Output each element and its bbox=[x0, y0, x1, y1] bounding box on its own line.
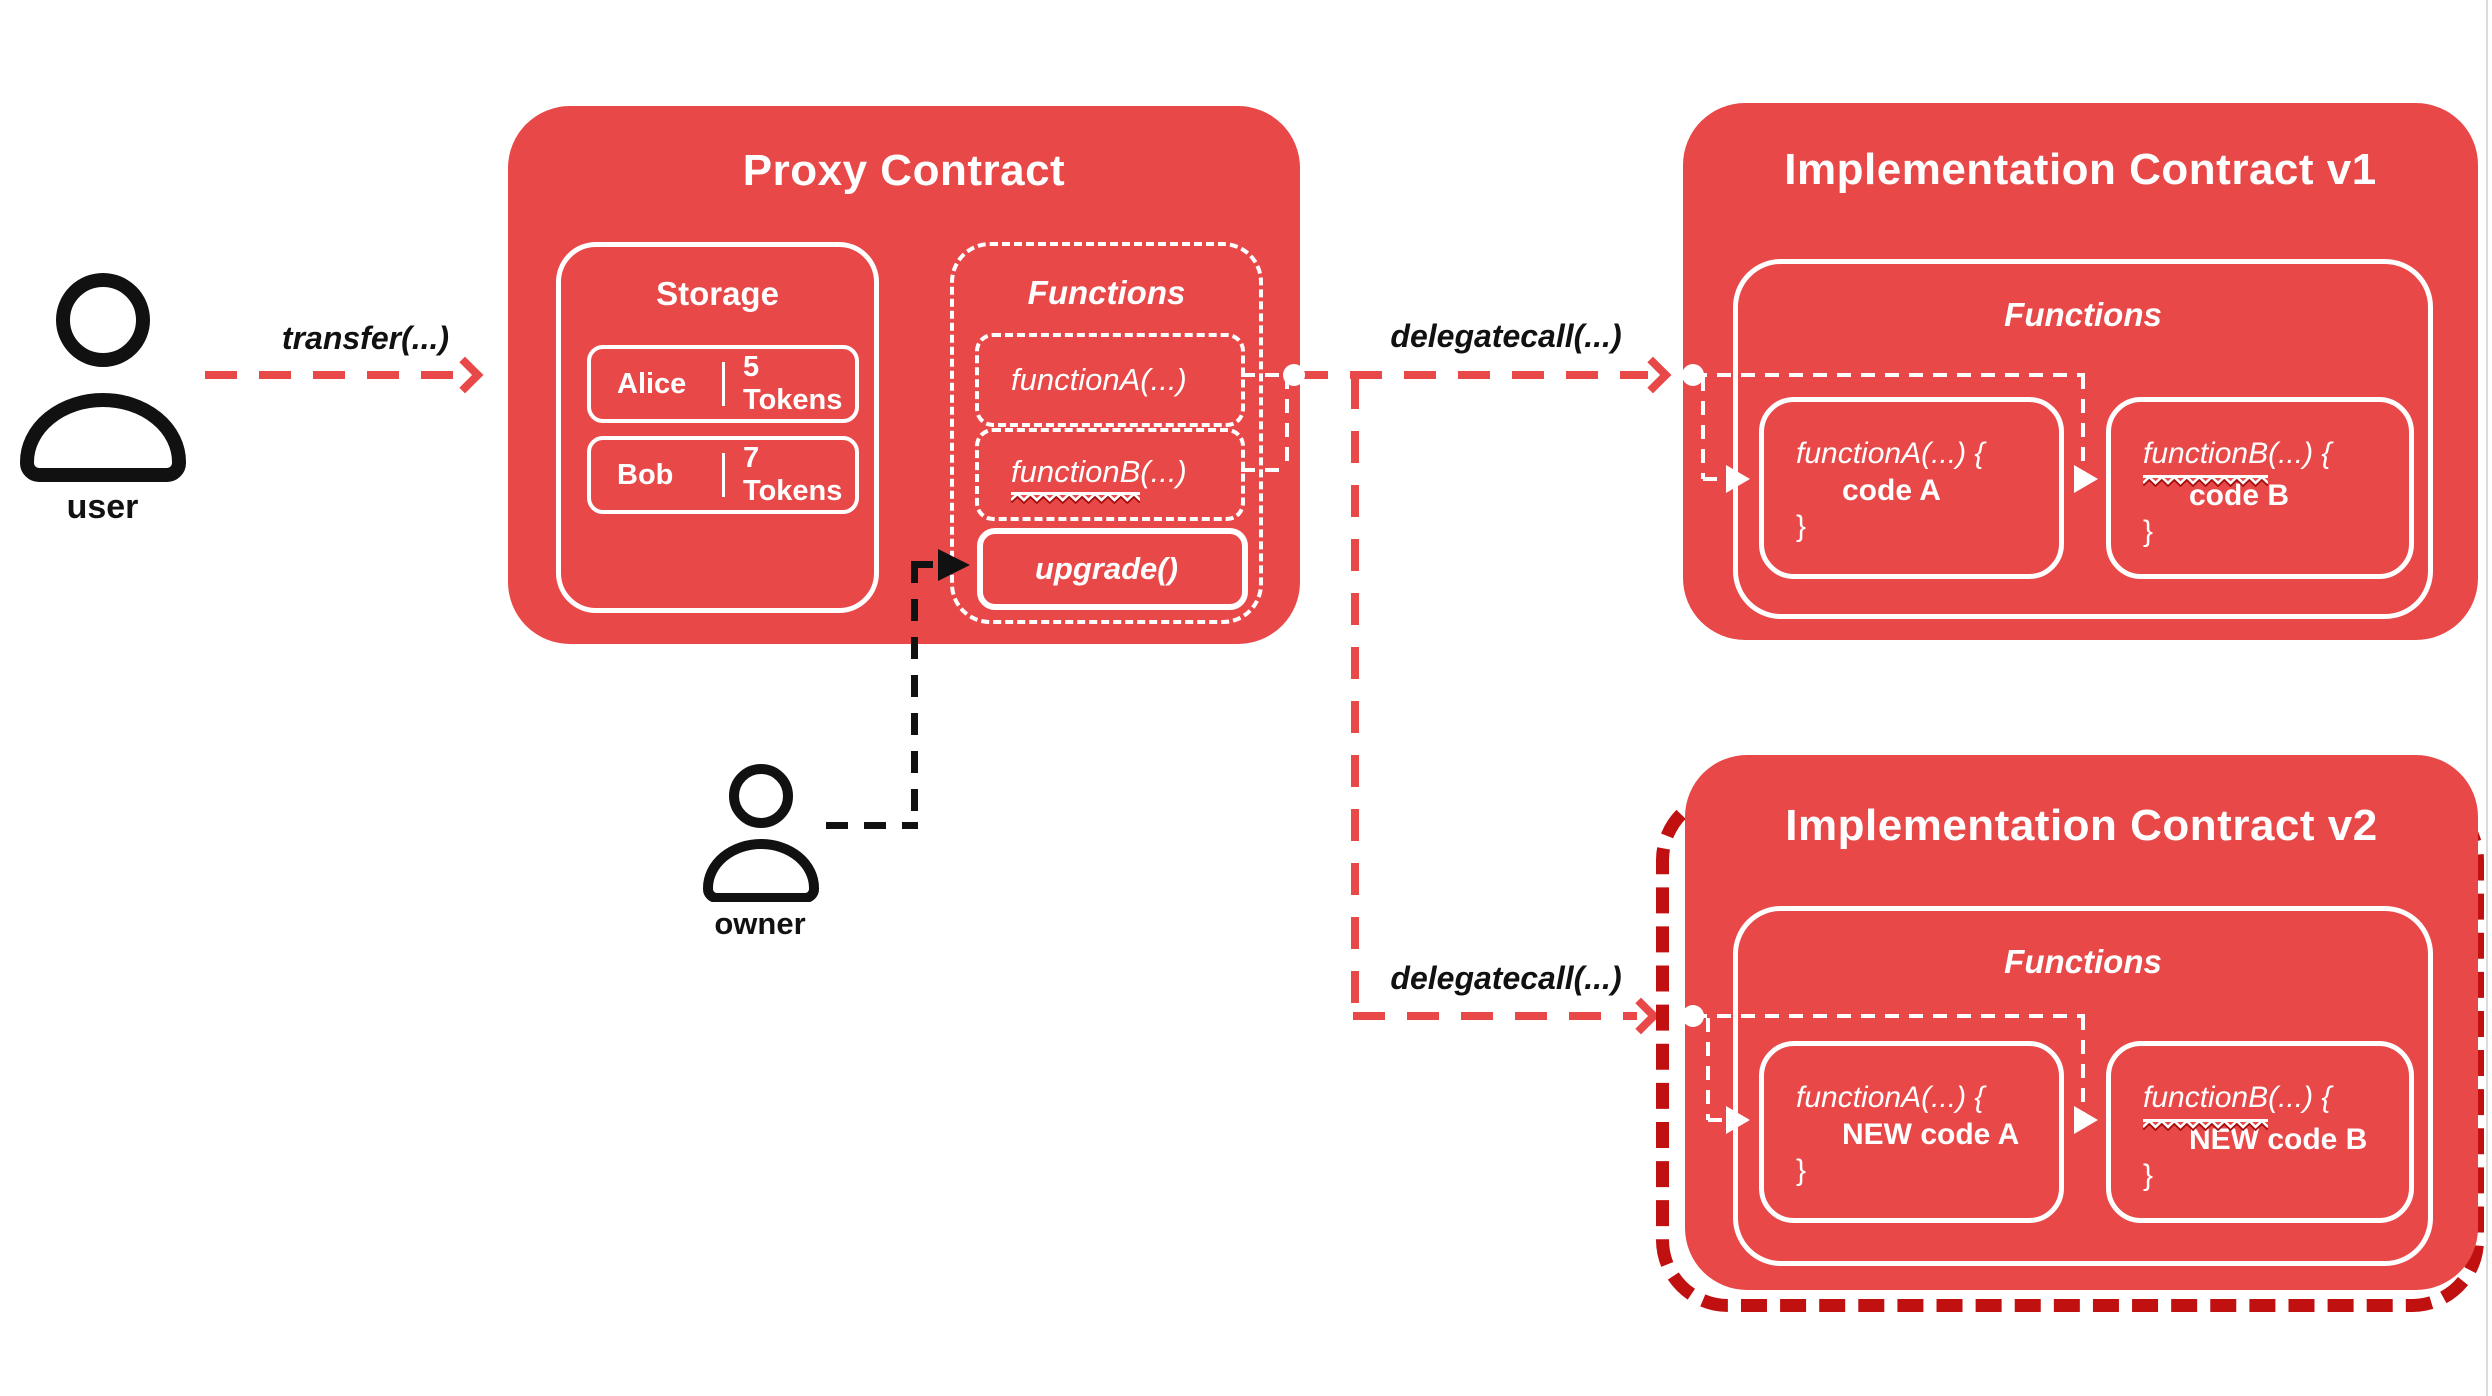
delegatecall-bottom-label: delegatecall(...) bbox=[1390, 960, 1622, 996]
storage-row-alice: Alice 5 Tokens bbox=[587, 345, 859, 423]
v2-connector-down bbox=[1706, 1018, 1710, 1120]
owner-arrowhead-icon bbox=[938, 549, 970, 581]
impl-v1-box: Implementation Contract v1 Functions fun… bbox=[1683, 103, 2478, 640]
v1-function-b-box: functionB (...) { code B } bbox=[2106, 397, 2414, 579]
proxy-output-dot bbox=[1283, 364, 1305, 386]
v1-functions-title: Functions bbox=[2004, 296, 2162, 333]
v1-function-b-arrowhead-icon bbox=[2074, 465, 2098, 493]
storage-title: Storage bbox=[656, 275, 779, 312]
v2-connector-jog bbox=[1708, 1118, 1730, 1122]
v1-connector-down-b bbox=[2081, 375, 2085, 479]
squiggle-underline-icon bbox=[2143, 475, 2269, 487]
v2-function-a-box: functionA(...) { NEW code A } bbox=[1759, 1041, 2064, 1223]
owner-icon bbox=[703, 764, 819, 902]
proxy-contract-box: Proxy Contract Storage Alice 5 Tokens Bo… bbox=[508, 106, 1300, 644]
impl-v1-title: Implementation Contract v1 bbox=[1784, 145, 2377, 194]
function-b-underlined-name: functionB bbox=[1011, 454, 1141, 504]
function-b-label: functionB (...) bbox=[1011, 454, 1187, 504]
function-a-label: functionA(...) bbox=[1011, 362, 1187, 397]
v1-function-a-signature: functionA(...) { bbox=[1796, 437, 1985, 470]
v2-function-b-signature: functionB (...) { bbox=[2143, 1080, 2409, 1131]
v2-function-a-arrowhead-icon bbox=[1726, 1106, 1750, 1134]
v2-function-a-signature: functionA(...) { bbox=[1796, 1081, 1985, 1114]
v2-function-a-body: NEW code A bbox=[1842, 1117, 2020, 1151]
v1-function-a-close: } bbox=[1796, 510, 1807, 544]
storage-row-bob: Bob 7 Tokens bbox=[587, 436, 859, 514]
v2-input-dot bbox=[1682, 1005, 1704, 1027]
storage-row-name: Bob bbox=[617, 458, 674, 491]
proxy-function-b-connector-v bbox=[1285, 375, 1289, 470]
user-label: user bbox=[66, 488, 139, 526]
proxy-functions-box: Functions functionA(...) functionB (...) bbox=[950, 242, 1263, 624]
impl-v2-title: Implementation Contract v2 bbox=[1785, 801, 2378, 850]
storage-row-value: 5 Tokens bbox=[743, 351, 843, 416]
v2-functions-box: Functions functionA(...) { NEW code A } … bbox=[1733, 906, 2433, 1266]
transfer-label: transfer(...) bbox=[281, 320, 450, 356]
v1-function-b-underlined-name: functionB bbox=[2143, 436, 2269, 487]
v2-functions-title: Functions bbox=[2004, 943, 2162, 980]
transfer-arrow-line bbox=[205, 371, 457, 379]
proxy-functions-title: Functions bbox=[1027, 274, 1186, 311]
v2-function-b-close: } bbox=[2143, 1159, 2154, 1193]
squiggle-underline-icon bbox=[2143, 1119, 2269, 1131]
delegatecall-top-line bbox=[1296, 371, 1648, 379]
v1-input-dot bbox=[1682, 364, 1704, 386]
owner-arrow-line-v bbox=[911, 561, 918, 825]
proxy-function-a-connector bbox=[1241, 373, 1289, 377]
impl-v2-box: Implementation Contract v2 Functions fun… bbox=[1685, 755, 2478, 1290]
v1-function-b-close: } bbox=[2143, 515, 2154, 549]
upgrade-label: upgrade() bbox=[1035, 551, 1178, 586]
delegatecall-bottom-arrowhead-icon bbox=[1622, 997, 1660, 1035]
delegatecall-bottom-line bbox=[1353, 1012, 1637, 1020]
v1-function-b-signature: functionB (...) { bbox=[2143, 436, 2409, 487]
storage-row-divider bbox=[722, 453, 726, 497]
storage-row-divider bbox=[722, 362, 726, 406]
v1-function-a-arrowhead-icon bbox=[1726, 465, 1750, 493]
v1-connector-down bbox=[1701, 377, 1705, 479]
owner-arrow-line-h bbox=[826, 822, 918, 829]
proxy-function-a-item: functionA(...) bbox=[975, 333, 1245, 427]
delegatecall-branch-line bbox=[1351, 377, 1359, 1014]
squiggle-underline-icon bbox=[1011, 493, 1141, 504]
v1-connector-jog bbox=[1703, 477, 1727, 481]
v2-connector-down-b bbox=[2081, 1016, 2085, 1120]
v2-function-a-close: } bbox=[1796, 1154, 1807, 1188]
proxy-function-b-connector-h bbox=[1241, 468, 1289, 472]
owner-arrow-jog bbox=[911, 561, 939, 568]
delegatecall-top-label: delegatecall(...) bbox=[1390, 318, 1622, 354]
storage-row-name: Alice bbox=[617, 367, 687, 400]
v2-function-b-underlined-name: functionB bbox=[2143, 1080, 2269, 1131]
proxy-upgrade-item: upgrade() bbox=[977, 528, 1248, 610]
v2-function-b-box: functionB (...) { NEW code B } bbox=[2106, 1041, 2414, 1223]
v1-connector-across bbox=[1693, 373, 2085, 377]
proxy-function-b-item: functionB (...) bbox=[975, 428, 1245, 521]
v1-functions-box: Functions functionA(...) { code A } func… bbox=[1733, 259, 2433, 619]
owner-label: owner bbox=[714, 906, 806, 941]
storage-row-value: 7 Tokens bbox=[743, 442, 843, 507]
v2-function-b-arrowhead-icon bbox=[2074, 1106, 2098, 1134]
transfer-arrowhead-icon bbox=[446, 356, 484, 394]
storage-box: Storage Alice 5 Tokens Bob 7 Tokens bbox=[556, 242, 879, 613]
proxy-title: Proxy Contract bbox=[742, 146, 1066, 195]
user-icon bbox=[20, 273, 186, 482]
canvas-right-edge bbox=[2486, 0, 2488, 1396]
v1-function-a-body: code A bbox=[1842, 473, 1941, 507]
delegatecall-top-arrowhead-icon bbox=[1634, 356, 1672, 394]
v1-function-a-box: functionA(...) { code A } bbox=[1759, 397, 2064, 579]
v2-connector-across bbox=[1693, 1014, 2085, 1018]
